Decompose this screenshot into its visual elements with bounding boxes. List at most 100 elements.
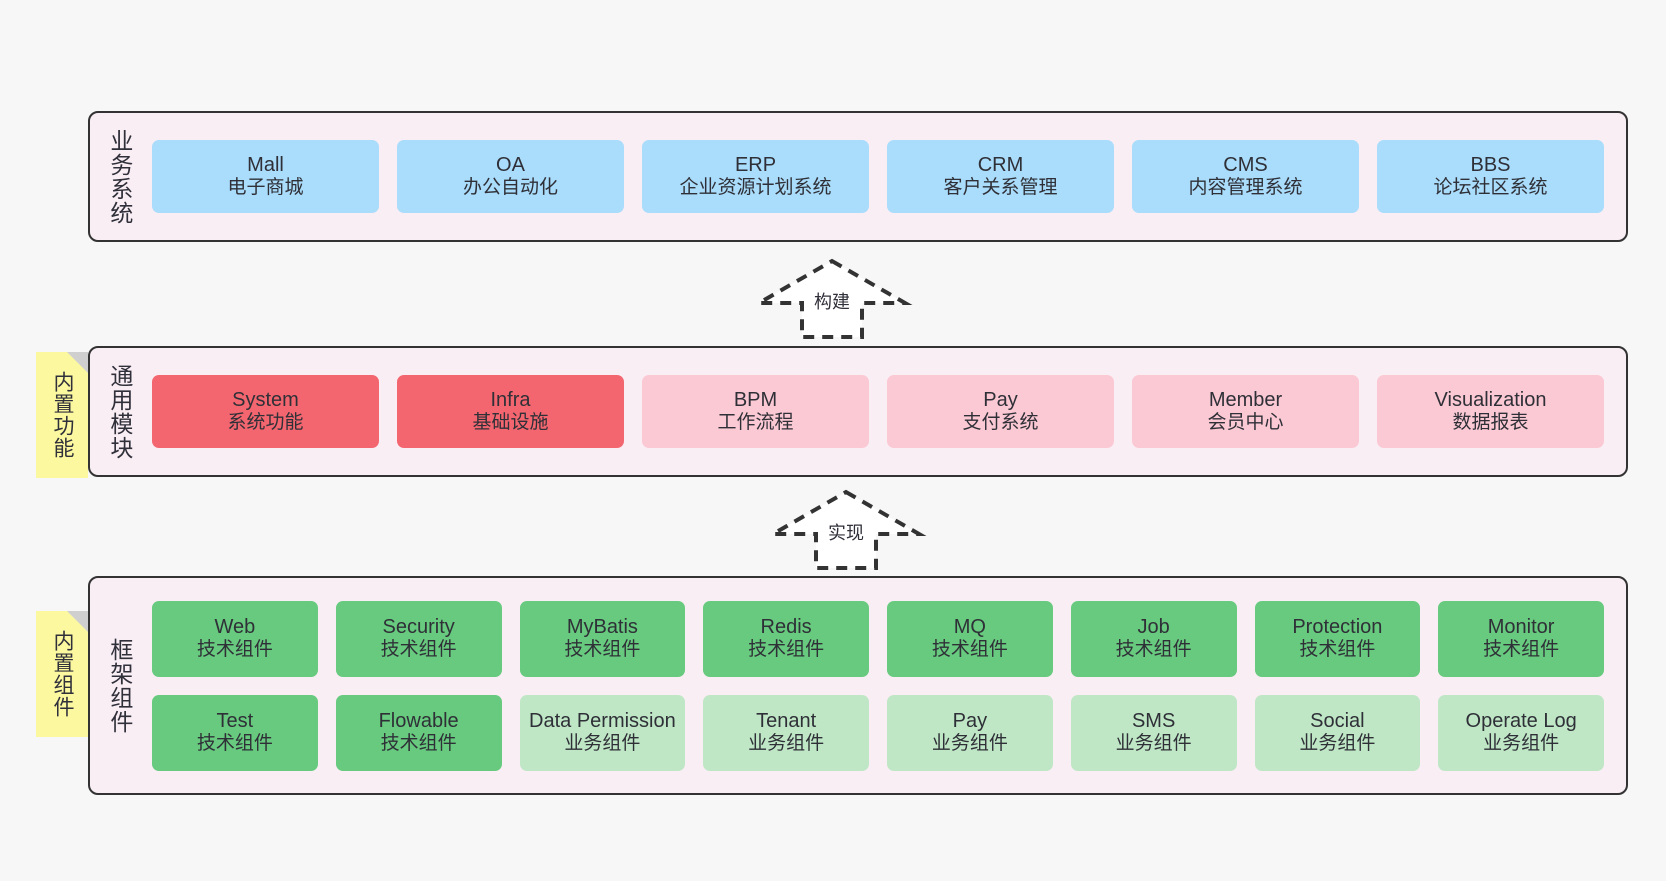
card-title: System [232, 388, 299, 411]
card-subtitle: 业务组件 [1115, 733, 1192, 755]
card-subtitle: 业务组件 [564, 733, 641, 755]
card-subtitle: 客户关系管理 [943, 177, 1058, 199]
card-title: BPM [733, 388, 778, 411]
card-title: Pay [952, 709, 988, 732]
card-subtitle: 业务组件 [748, 733, 825, 755]
card-subtitle: 技术组件 [748, 639, 825, 661]
card-title: Operate Log [1465, 709, 1577, 732]
card-subtitle: 系统功能 [227, 412, 304, 434]
card-title: Member [1208, 388, 1283, 411]
page-fold-icon [67, 352, 88, 373]
card-title: Social [1310, 709, 1365, 732]
card-title: Protection [1292, 615, 1383, 638]
connector-implement-label: 实现 [828, 523, 864, 543]
card-title: Flowable [378, 709, 459, 732]
card-subtitle: 技术组件 [1299, 639, 1376, 661]
card-title: Visualization [1434, 388, 1547, 411]
card-title: Security [382, 615, 455, 638]
card-subtitle: 企业资源计划系统 [679, 177, 832, 199]
card-subtitle: 技术组件 [931, 639, 1008, 661]
card-subtitle: 技术组件 [380, 733, 457, 755]
card-subtitle: 基础设施 [472, 412, 549, 434]
card-title: Job [1137, 615, 1170, 638]
card-title: Mall [247, 153, 284, 176]
sticky-note-builtin-component: 内置组件 [36, 611, 88, 737]
card-subtitle: 会员中心 [1207, 412, 1284, 434]
card-title: Data Permission [529, 709, 676, 732]
card-title: ERP [734, 153, 777, 176]
card-subtitle: 数据报表 [1452, 412, 1529, 434]
card-title: MQ [953, 615, 986, 638]
card-title: CMS [1223, 153, 1268, 176]
card-subtitle: 办公自动化 [462, 177, 558, 199]
card-subtitle: 电子商城 [227, 177, 304, 199]
layer-title-business: 业务系统 [106, 128, 133, 225]
sticky-note-builtin-function: 内置功能 [36, 352, 88, 478]
card-subtitle: 支付系统 [962, 412, 1039, 434]
page-fold-icon [67, 611, 88, 632]
card-subtitle: 技术组件 [196, 733, 273, 755]
card-title: Test [216, 709, 254, 732]
connector-implement-arrow: 实现 [765, 489, 927, 571]
card-title: BBS [1470, 153, 1511, 176]
card-subtitle: 技术组件 [1483, 639, 1560, 661]
card-subtitle: 业务组件 [1483, 733, 1560, 755]
sticky-note-builtin-component-label: 内置组件 [50, 630, 74, 718]
card-subtitle: 业务组件 [931, 733, 1008, 755]
card-title: Monitor [1487, 615, 1555, 638]
card-title: SMS [1131, 709, 1176, 732]
card-title: MyBatis [566, 615, 638, 638]
card-subtitle: 技术组件 [564, 639, 641, 661]
connector-build-arrow: 构建 [751, 258, 913, 340]
card-title: Tenant [756, 709, 817, 732]
card-subtitle: 技术组件 [196, 639, 273, 661]
card-title: OA [496, 153, 525, 176]
card-title: Web [214, 615, 256, 638]
card-title: Redis [760, 615, 812, 638]
card-subtitle: 工作流程 [717, 412, 794, 434]
card-subtitle: 内容管理系统 [1188, 177, 1303, 199]
card-subtitle: 技术组件 [1115, 639, 1192, 661]
layer-title-framework: 框架组件 [106, 637, 133, 734]
card-title: Pay [983, 388, 1018, 411]
